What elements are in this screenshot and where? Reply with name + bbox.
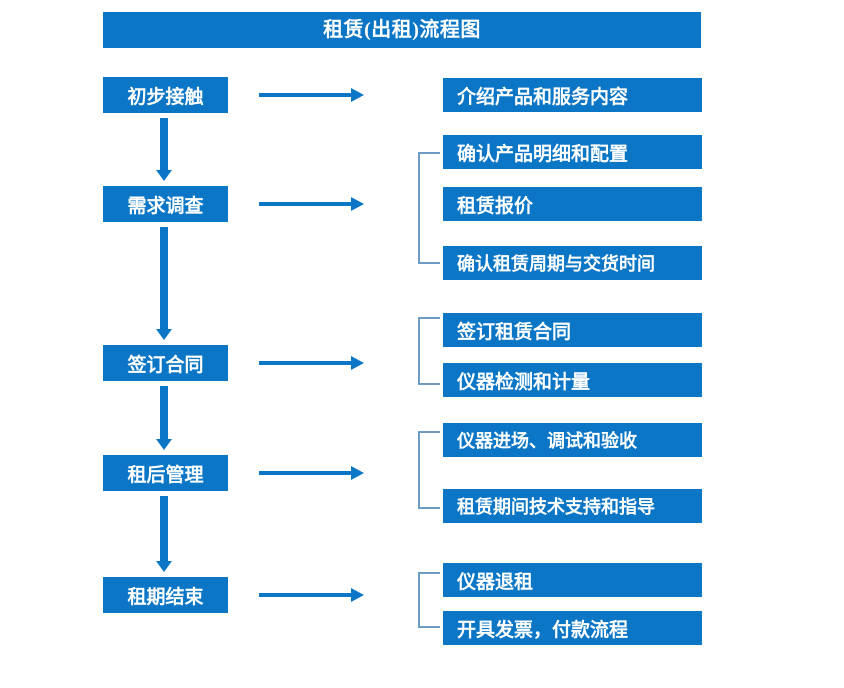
detail-box-10[interactable]: 开具发票，付款流程 [443,611,702,645]
arrow-down-icon-1 [156,118,172,181]
detail-box-1[interactable]: 介绍产品和服务内容 [443,78,702,112]
arrow-right-icon-2 [259,197,365,211]
group-bracket-icon-4 [418,572,440,628]
arrow-down-icon-2 [156,227,172,340]
arrow-right-icon-4 [259,466,365,480]
diagram-title: 租赁(出租)流程图 [103,12,701,48]
stage-node-2[interactable]: 需求调查 [103,186,228,222]
arrow-right-icon-1 [259,88,365,102]
detail-box-7[interactable]: 仪器进场、调试和验收 [443,423,702,457]
arrow-right-icon-5 [259,588,365,602]
detail-box-3[interactable]: 租赁报价 [443,187,702,221]
detail-box-2[interactable]: 确认产品明细和配置 [443,135,702,169]
arrow-down-icon-3 [156,386,172,450]
arrow-right-icon-3 [259,356,365,370]
stage-node-1[interactable]: 初步接触 [103,77,228,113]
stage-node-3[interactable]: 签订合同 [103,345,228,381]
detail-box-6[interactable]: 仪器检测和计量 [443,363,702,397]
group-bracket-icon-1 [418,152,440,264]
detail-box-8[interactable]: 租赁期间技术支持和指导 [443,489,702,523]
arrow-down-icon-4 [156,496,172,572]
group-bracket-icon-2 [418,317,440,385]
detail-box-5[interactable]: 签订租赁合同 [443,313,702,347]
detail-box-4[interactable]: 确认租赁周期与交货时间 [443,246,702,280]
detail-box-9[interactable]: 仪器退租 [443,563,702,597]
group-bracket-icon-3 [418,431,440,509]
stage-node-4[interactable]: 租后管理 [103,455,228,491]
stage-node-5[interactable]: 租期结束 [103,577,228,613]
